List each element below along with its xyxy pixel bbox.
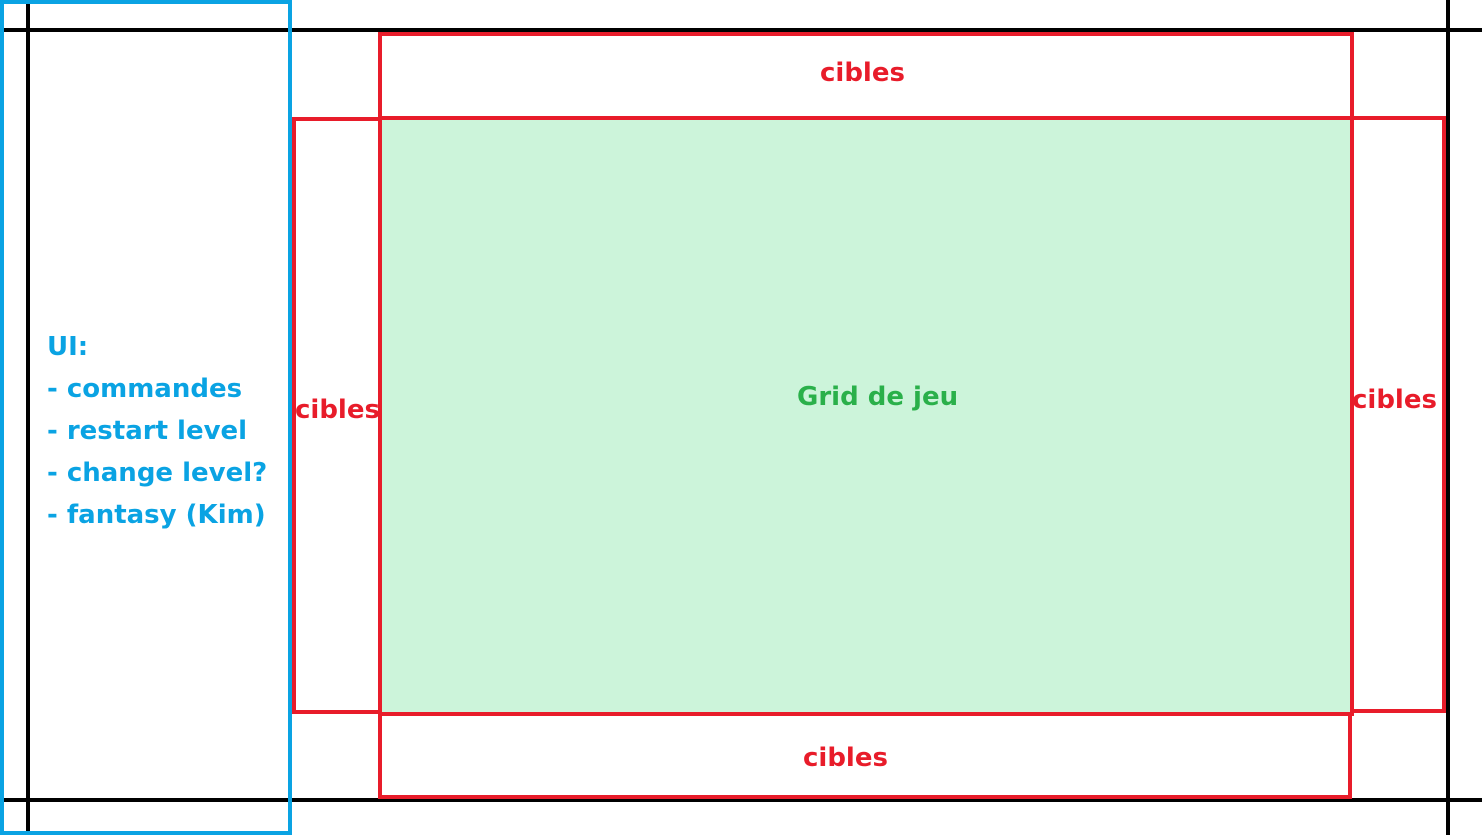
ui-panel-item-commands: - commandes — [47, 374, 243, 404]
ui-panel-text: UI: - commandes - restart level - change… — [47, 326, 267, 536]
targets-label-right: cibles — [1352, 385, 1437, 415]
game-grid — [378, 116, 1354, 716]
targets-zone-right — [1350, 116, 1446, 713]
game-grid-label: Grid de jeu — [797, 382, 959, 412]
ui-panel-item-fantasy: - fantasy (Kim) — [47, 500, 266, 530]
targets-label-top: cibles — [820, 58, 905, 88]
frame-line-left — [26, 0, 30, 835]
frame-line-right — [1446, 0, 1450, 835]
frame-line-bottom — [0, 798, 1482, 802]
targets-label-bottom: cibles — [803, 743, 888, 773]
ui-panel-heading: UI: — [47, 332, 89, 362]
ui-panel — [0, 0, 292, 835]
targets-label-left: cibles — [295, 395, 380, 425]
frame-line-top — [0, 28, 1482, 32]
targets-zone-bottom — [378, 711, 1352, 799]
ui-panel-item-restart-level: - restart level — [47, 416, 248, 446]
ui-panel-item-change-level: - change level? — [47, 458, 268, 488]
